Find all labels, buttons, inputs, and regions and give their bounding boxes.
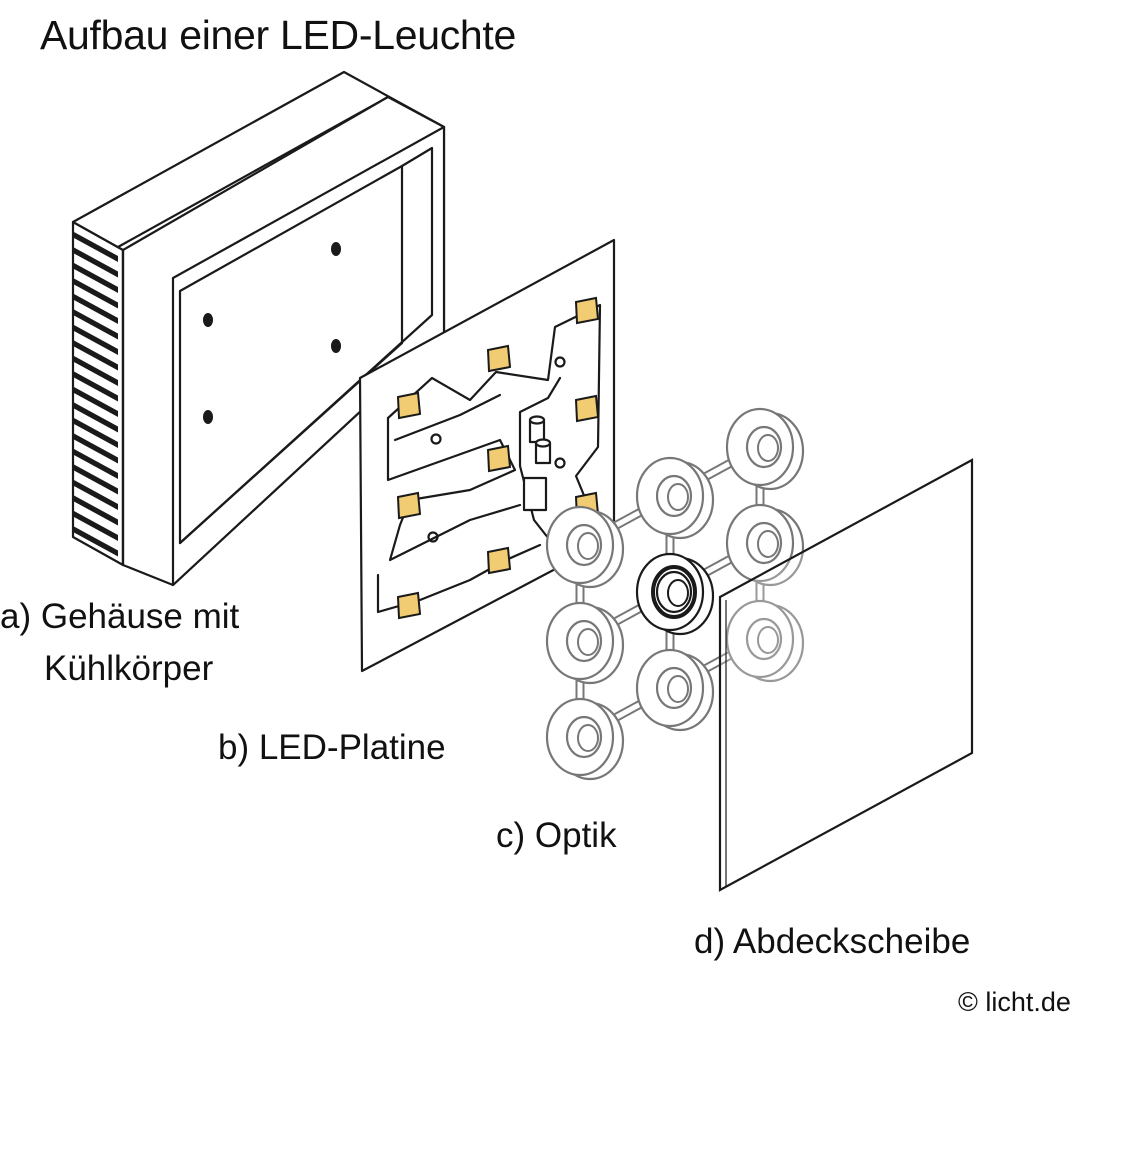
housing-recess: [178, 146, 434, 545]
led-chip: [486, 344, 512, 373]
heatsink-fin: [74, 294, 118, 324]
optics-lens: [635, 456, 715, 540]
heatsink-fin: [74, 433, 118, 464]
optics-lens-array: [545, 407, 805, 781]
optics-center-lens: [635, 552, 715, 636]
heatsink-fin: [74, 263, 118, 293]
led-chip: [396, 491, 422, 520]
heatsink-fin: [74, 340, 118, 371]
housing-with-heatsink: [71, 70, 446, 587]
copyright-notice: © licht.de: [958, 987, 1071, 1017]
optics-lens: [545, 601, 625, 685]
heatsink-fin: [74, 387, 118, 417]
label-housing-line1: a) Gehäuse mit: [0, 597, 240, 636]
heatsink-fin: [74, 480, 118, 510]
cover-plate-glass: [718, 458, 974, 892]
led-chip: [396, 591, 422, 620]
capacitor-component: [528, 415, 552, 465]
heatsink-fin: [74, 511, 118, 541]
heatsink-fin: [74, 247, 118, 278]
optics-lens: [725, 407, 805, 491]
mounting-hole: [203, 410, 213, 424]
mounting-hole: [331, 242, 341, 256]
board-hole: [554, 457, 566, 469]
led-chip: [396, 391, 422, 420]
mounting-hole: [203, 313, 213, 327]
heatsink-fins: [74, 232, 118, 557]
optics-lens: [545, 697, 625, 781]
board-hole: [427, 531, 439, 543]
heatsink-fin: [74, 325, 118, 355]
chip-component: [522, 476, 548, 512]
led-chip: [574, 296, 600, 325]
label-cover-plate: d) Abdeckscheibe: [694, 922, 971, 961]
heatsink-fin: [74, 418, 118, 448]
heatsink-fin: [74, 356, 118, 386]
optics-lens: [545, 505, 625, 589]
heatsink-fin: [74, 371, 118, 402]
heatsink-fin: [74, 449, 118, 479]
cover-plate: [718, 458, 974, 892]
label-optics: c) Optik: [496, 816, 617, 855]
heatsink-fin: [74, 495, 118, 526]
heatsink-fin: [74, 464, 118, 495]
label-led-board: b) LED-Platine: [218, 728, 446, 767]
diagram-title: Aufbau einer LED-Leuchte: [40, 12, 517, 58]
board-hole: [430, 433, 442, 445]
optics-lens: [725, 599, 805, 683]
board-hole: [554, 356, 566, 368]
led-chip: [486, 546, 512, 575]
mounting-hole: [331, 339, 341, 353]
heatsink-fin: [74, 232, 118, 262]
optics-lens: [635, 648, 715, 732]
led-chip: [574, 394, 600, 423]
heatsink-fin: [74, 402, 118, 433]
heatsink-fin: [74, 309, 118, 340]
heatsink-fin: [74, 278, 118, 309]
optics-lens: [725, 503, 805, 587]
label-housing-line2: Kühlkörper: [44, 649, 214, 688]
heatsink-fin: [74, 526, 118, 557]
led-chip: [486, 444, 512, 473]
